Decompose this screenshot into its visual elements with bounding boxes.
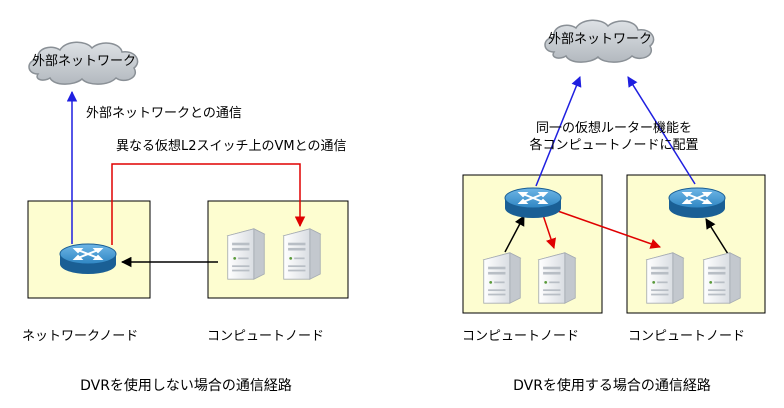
left-caption: DVRを使用しない場合の通信経路 bbox=[80, 378, 292, 394]
network-node-label: ネットワークノード bbox=[22, 329, 139, 344]
cloud-label: 外部ネットワーク bbox=[547, 32, 653, 47]
external-comm-label: 外部ネットワークとの通信 bbox=[86, 106, 242, 121]
l2-comm-label: 異なる仮想L2スイッチ上のVMとの通信 bbox=[116, 139, 347, 154]
l2-path-arrow bbox=[111, 163, 306, 245]
server-icon bbox=[703, 252, 741, 304]
internal-path-arrow bbox=[705, 218, 729, 255]
cloud-label: 外部ネットワーク bbox=[31, 54, 137, 69]
server-icon bbox=[538, 252, 576, 304]
router-note-line2: 各コンピュートノードに配置 bbox=[529, 138, 699, 153]
router-icon bbox=[504, 187, 562, 219]
server-icon bbox=[483, 252, 521, 304]
vm-path-arrow bbox=[551, 208, 661, 249]
vm-path-arrow bbox=[541, 211, 556, 249]
external-path-arrow bbox=[535, 76, 582, 187]
router-icon bbox=[59, 243, 117, 275]
right-caption: DVRを使用する場合の通信経路 bbox=[513, 378, 711, 394]
internal-path-arrow bbox=[504, 215, 525, 253]
compute-node-label: コンピュートノード bbox=[207, 329, 325, 344]
server-icon bbox=[646, 252, 684, 304]
router-note-line1: 同一の仮想ルーター機能を bbox=[535, 121, 693, 136]
compute-node-b-label: コンピュートノード bbox=[628, 329, 746, 344]
server-icon bbox=[227, 228, 265, 280]
router-icon bbox=[668, 187, 726, 219]
compute-node-a-label: コンピュートノード bbox=[462, 329, 580, 344]
server-icon bbox=[283, 228, 321, 280]
external-path-arrow bbox=[627, 76, 696, 185]
